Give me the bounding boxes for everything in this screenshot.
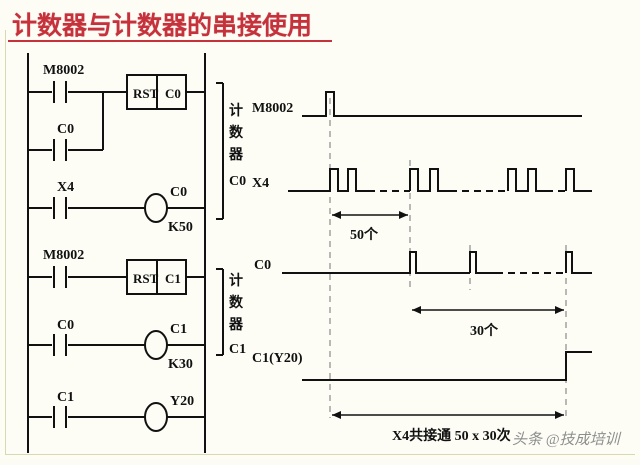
waveform-m8002 — [302, 91, 582, 117]
arrowhead-right-50 — [399, 211, 408, 219]
contact-label-c0-branch: C0 — [57, 122, 74, 137]
rung-m8002-rst-c1 — [28, 259, 205, 295]
coil-y20 — [144, 402, 168, 432]
arrowhead-left-total — [332, 411, 341, 419]
instruction-arg-2: C1 — [165, 271, 181, 286]
coil-c1 — [144, 330, 168, 360]
instruction-arg: C0 — [165, 86, 181, 101]
arrowhead-left-30 — [412, 306, 421, 314]
coil-preset-k30: K30 — [168, 357, 193, 372]
bracket-label-c1-2: 数 — [229, 294, 244, 311]
signal-label-x4: X4 — [252, 176, 269, 191]
span-arrow-30 — [412, 306, 564, 314]
contact-label-c0-2: C0 — [57, 318, 74, 333]
title-underline — [8, 40, 332, 42]
signal-label-c0: C0 — [254, 258, 271, 273]
frame-line-left — [5, 30, 6, 454]
page-title: 计数器与计数器的串接使用 — [12, 13, 313, 40]
signal-label-c1y20: C1(Y20) — [252, 351, 303, 366]
instruction-op-2: RST — [133, 271, 159, 286]
bracket-counter-c0 — [216, 82, 224, 220]
contact-label-m8002-2: M8002 — [43, 248, 84, 263]
bracket-label-c0-1: 计 — [229, 102, 243, 119]
bracket-label-c1-3: 器 — [228, 317, 244, 333]
rung-x4-coil-c0 — [28, 193, 205, 223]
coil-preset-k50: K50 — [168, 220, 193, 235]
rung-c1-coil-y20 — [28, 402, 205, 432]
frame-line-bottom — [5, 454, 635, 455]
bracket-label-c0-3: 器 — [228, 147, 244, 163]
bracket-label-c1-4: C1 — [229, 342, 246, 357]
instruction-op: RST — [133, 86, 159, 101]
coil-label-c1: C1 — [170, 322, 187, 337]
span-arrow-total — [332, 411, 564, 419]
timing-diagram: M8002 X4 50个 C0 — [252, 91, 592, 444]
bracket-counter-c1 — [216, 268, 224, 356]
arrowhead-right-30 — [555, 306, 564, 314]
coil-c0 — [144, 193, 168, 223]
waveform-x4 — [288, 168, 592, 192]
bracket-label-c0-2: 数 — [229, 124, 244, 141]
span-arrow-50 — [332, 211, 408, 219]
coil-label-c0: C0 — [170, 185, 187, 200]
annotation-50: 50个 — [350, 226, 379, 243]
annotation-total: X4共接通 50 x 30次 — [392, 427, 511, 444]
waveform-c1y20 — [302, 351, 592, 381]
timing-guidelines — [329, 98, 567, 418]
arrowhead-right-total — [555, 411, 564, 419]
contact-label-m8002: M8002 — [43, 63, 84, 78]
rung-m8002-rst-c0 — [28, 74, 205, 110]
contact-label-c1: C1 — [57, 390, 74, 405]
watermark: 头条 @技成培训 — [512, 432, 620, 448]
signal-label-m8002: M8002 — [252, 101, 293, 116]
rung-branch-c0 — [28, 92, 104, 161]
bracket-label-c0-4: C0 — [229, 174, 246, 189]
coil-label-y20: Y20 — [170, 394, 194, 409]
waveform-c0 — [282, 251, 592, 274]
rung-c0-coil-c1 — [28, 330, 205, 360]
ladder-diagram: M8002 RST C0 C0 X4 C0 K50 — [27, 53, 246, 453]
annotation-30: 30个 — [470, 322, 499, 339]
arrowhead-left-50 — [332, 211, 341, 219]
contact-label-x4: X4 — [57, 180, 74, 195]
bracket-label-c1-1: 计 — [229, 272, 243, 289]
